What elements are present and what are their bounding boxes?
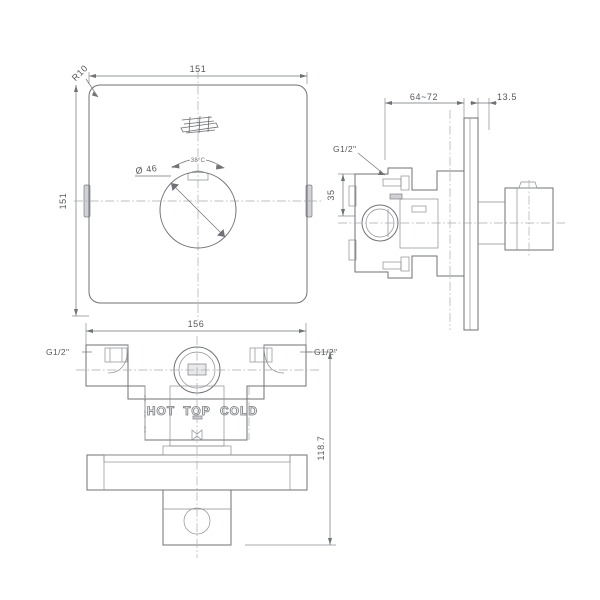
side-depth-label: 64~72: [410, 92, 438, 102]
dimension-text-layer: 151 151 R10 Ø 46 38°C 64~72 13.5 35 G1/2…: [46, 63, 517, 461]
side-view: [338, 98, 565, 331]
front-knob-dia-arrow-2: [217, 229, 225, 237]
side-lower-stud: [400, 256, 410, 272]
side-depth-arrow-right: [457, 101, 464, 105]
bottom-view: [76, 323, 336, 558]
side-wall-plate: [463, 117, 479, 331]
front-width-label: 151: [190, 64, 207, 74]
bottom-width-arrow-left: [86, 329, 93, 333]
side-plate-thickness-label: 13.5: [497, 92, 517, 102]
front-view: [72, 70, 322, 320]
bottom-height-arrow-bottom: [328, 538, 332, 545]
side-flange-lower: [348, 239, 357, 261]
bottom-width-label: 156: [188, 319, 205, 329]
front-knob-index-nub: [187, 170, 209, 181]
side-upper-stud-arm: [382, 178, 402, 187]
american-standard-logo: [180, 115, 219, 134]
side-handle-cap: [518, 181, 538, 189]
side-upper-stud: [400, 175, 410, 191]
bottom-height-label: 118.7: [316, 436, 326, 461]
front-height-label: 151: [58, 193, 68, 210]
side-lower-stud-arm: [382, 261, 402, 270]
bottom-right-thread-label: G1/2": [314, 347, 337, 357]
bottom-left-inlet-socket: [104, 347, 128, 363]
front-knob-diameter-label: Ø 46: [135, 163, 158, 176]
side-35-arrow-top: [341, 174, 345, 181]
bottom-height-arrow-top: [328, 352, 332, 359]
bottom-left-fillet: [107, 344, 129, 374]
side-inlet-height-label: 35: [326, 189, 336, 200]
side-thickness-arrow-left: [471, 101, 478, 105]
front-temperature-label: 38°C: [191, 158, 206, 164]
bottom-port-hot-label: HOT: [147, 404, 175, 418]
front-height-arrow-bottom: [74, 309, 78, 316]
bottom-port-top-label: TOP: [183, 404, 210, 418]
bottom-width-arrow-right: [299, 329, 306, 333]
side-flange-upper: [348, 185, 357, 207]
side-35-arrow-bottom: [341, 209, 345, 216]
side-inlet-thread-label: G1/2": [333, 144, 356, 154]
front-width-arrow-right: [300, 74, 307, 78]
front-escutcheon-plate: [88, 84, 308, 304]
bottom-center-slot: [192, 415, 203, 420]
bottom-port-cold-label: COLD: [220, 404, 258, 418]
front-temp-arrow-left: [171, 163, 180, 169]
front-knob-diameter-line: [170, 182, 226, 238]
bottom-left-thread-label: G1/2": [46, 347, 69, 357]
side-cartridge-body: [399, 198, 439, 249]
side-cartridge-step: [411, 205, 427, 213]
front-temp-arrow-right: [216, 164, 225, 170]
front-radius-arrow: [92, 91, 98, 97]
side-thickness-arrow-right: [489, 101, 496, 105]
side-grub-screw: [389, 193, 403, 200]
bottom-right-fillet: [263, 344, 285, 374]
front-width-arrow-left: [89, 74, 96, 78]
front-height-arrow-top: [74, 85, 78, 92]
side-depth-arrow-left: [385, 101, 392, 105]
front-knob-dia-arrow-1: [171, 183, 179, 191]
bottom-right-inlet-socket: [249, 347, 273, 363]
front-temperature-knob[interactable]: [159, 171, 237, 249]
